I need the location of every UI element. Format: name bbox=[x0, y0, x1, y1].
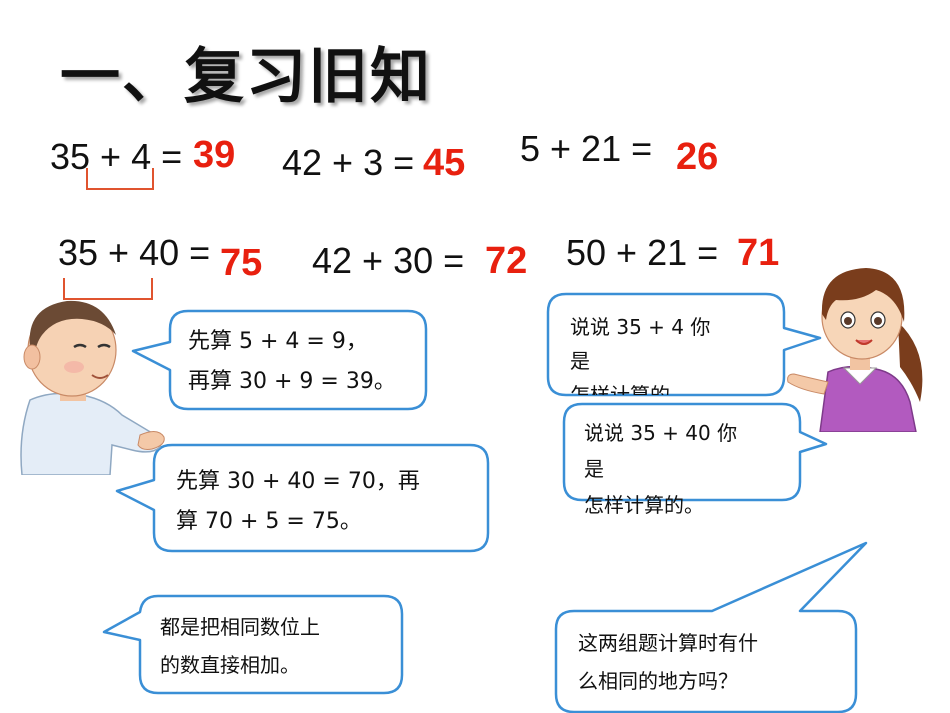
answer-1: 39 bbox=[193, 134, 236, 176]
answer-2: 45 bbox=[423, 142, 466, 184]
answer-4: 75 bbox=[220, 242, 263, 284]
equation-6: 50 + 21 = bbox=[566, 232, 719, 273]
girl-illustration bbox=[787, 268, 923, 432]
bracket-ones bbox=[86, 168, 154, 190]
bubble-boy-1-text: 先算 5 + 4 = 9， 再算 30 + 9 = 39。 bbox=[188, 329, 396, 394]
bubble-girl-2 bbox=[562, 402, 828, 502]
equation-1: 35 + 4 = bbox=[50, 136, 183, 177]
bubble-bottom-left bbox=[102, 594, 404, 695]
answer-5: 72 bbox=[485, 240, 528, 282]
bubble-bottom-left-text: 都是把相同数位上 的数直接相加。 bbox=[160, 615, 320, 677]
bubble-bottom-right-text: 这两组题计算时有什 么相同的地方吗？ bbox=[578, 631, 758, 693]
boy-illustration bbox=[20, 300, 165, 475]
bracket-tens bbox=[63, 278, 153, 300]
answer-6: 71 bbox=[737, 232, 780, 274]
equation-3: 5 + 21 = bbox=[520, 128, 653, 169]
answer-3: 26 bbox=[676, 136, 719, 178]
page-title: 一、复习旧知 bbox=[60, 42, 432, 112]
bubble-girl-2-text: 说说 35 + 40 你 是 怎样计算的。 bbox=[584, 421, 738, 517]
bubble-boy-1 bbox=[131, 309, 428, 411]
bubble-girl-1 bbox=[546, 292, 822, 397]
bubble-bottom-right bbox=[554, 541, 868, 713]
equation-2: 42 + 3 = bbox=[282, 142, 415, 183]
bubble-boy-2 bbox=[115, 443, 490, 553]
bubble-girl-1-text: 说说 35 + 4 你 是 怎样计算的。 bbox=[570, 315, 711, 395]
bubble-boy-2-text: 先算 30 + 40 = 70，再 算 70 + 5 = 75。 bbox=[176, 469, 420, 534]
equation-5: 42 + 30 = bbox=[312, 240, 465, 281]
equation-4: 35 + 40 = bbox=[58, 232, 211, 273]
bubble-girl-1-clip: 说说 35 + 4 你 是 怎样计算的。 bbox=[548, 294, 784, 395]
